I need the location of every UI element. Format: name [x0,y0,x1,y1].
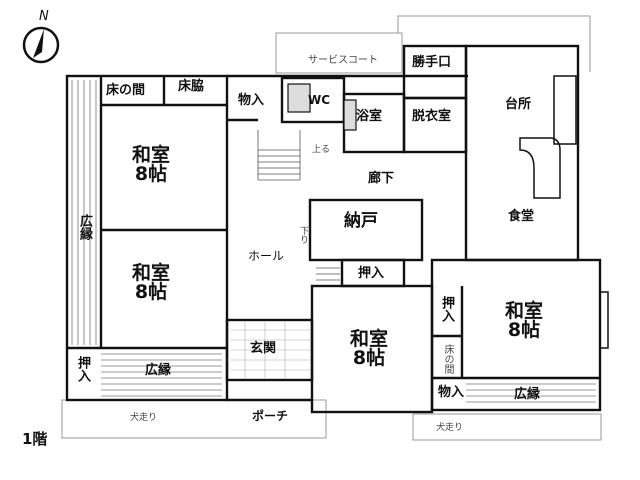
room-yokushitsu: 浴室 [356,109,383,124]
room-hiroen-w: 広縁 [77,214,92,240]
room-roka: 廊下 [368,171,395,186]
room-oshiire-e: 押入 [439,296,454,322]
room-toko-e: 床の間 [442,344,453,374]
walls [65,44,602,414]
room-oshiire-c: 押入 [358,266,385,281]
room-tokonoma: 床の間 [106,83,146,98]
room-porch: ポーチ [252,409,289,423]
room-tokowaki: 床脇 [178,79,205,94]
room-katteguchi: 勝手口 [412,55,452,70]
label-noboru: 上る [312,145,331,155]
room-hiroen-se: 広縁 [514,387,541,402]
floor-label: 1階 [22,430,48,448]
bay-window [600,291,609,349]
room-shokudo: 食堂 [508,209,535,224]
room-genkan: 玄関 [250,341,277,356]
label-service-court: サービスコート [308,55,378,66]
kitchen-counter [519,75,577,199]
genkan-floor [230,322,310,378]
stairs [257,130,340,281]
label-oriru: 下り [298,226,308,244]
north-label: N [39,9,49,24]
label-inubashiri-w: 犬走り [130,413,158,423]
room-daidokoro: 台所 [505,97,532,112]
room-nando: 納戸 [344,211,378,231]
room-hall: ホール [248,249,285,263]
room-monoire-top: 物入 [238,93,265,108]
room-datsuishitsu: 脱衣室 [412,109,452,124]
service-court [275,15,591,74]
room-oshiire-sw: 押入 [75,356,90,382]
hiroen-lines [71,80,596,403]
room-wc: WC [308,93,331,107]
room-monoire-se: 物入 [438,385,465,400]
room-hiroen-sw: 広縁 [145,363,172,378]
label-inubashiri-e: 犬走り [436,423,464,433]
bathroom-fixtures [287,83,357,131]
north-arrow-icon [22,26,60,64]
